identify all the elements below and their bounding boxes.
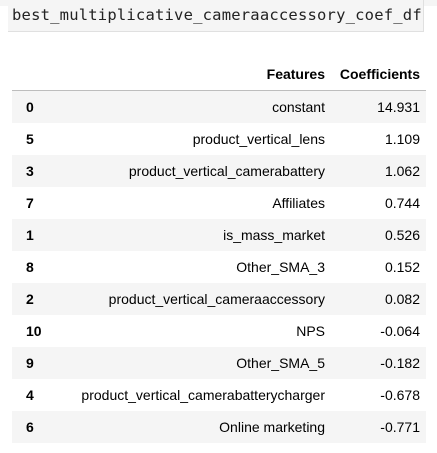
row-index: 10 (26, 323, 42, 339)
table-row: 8 Other_SMA_3 0.152 (12, 251, 426, 283)
coefficient-cell: -0.678 (380, 387, 420, 403)
row-index: 0 (26, 99, 34, 115)
feature-cell: Online marketing (219, 419, 325, 435)
table-row: 1 is_mass_market 0.526 (12, 219, 426, 251)
code-text: best_multiplicative_cameraaccessory_coef… (12, 6, 422, 24)
table-row: 10 NPS -0.064 (12, 315, 426, 347)
dataframe-output: Features Coefficients 0 constant 14.931 … (0, 58, 437, 443)
row-index: 1 (26, 227, 34, 243)
code-cell[interactable]: best_multiplicative_cameraaccessory_coef… (0, 0, 437, 36)
table-row: 9 Other_SMA_5 -0.182 (12, 347, 426, 379)
coefficient-cell: 14.931 (377, 99, 420, 115)
coefficient-cell: 0.744 (384, 195, 420, 211)
column-header-coefficients: Coefficients (331, 58, 426, 91)
coefficient-cell: 1.062 (384, 163, 420, 179)
coefficient-cell: -0.064 (380, 323, 420, 339)
feature-cell: Other_SMA_3 (236, 259, 325, 275)
row-index: 6 (26, 419, 34, 435)
coefficient-cell: 0.526 (384, 227, 420, 243)
feature-cell: NPS (296, 323, 325, 339)
row-index: 2 (26, 291, 34, 307)
feature-cell: Affiliates (272, 195, 325, 211)
feature-cell: product_vertical_lens (192, 131, 325, 147)
feature-cell: Other_SMA_5 (236, 355, 325, 371)
header-row: Features Coefficients (12, 58, 426, 91)
table-row: 3 product_vertical_camerabattery 1.062 (12, 155, 426, 187)
feature-cell: product_vertical_cameraaccessory (108, 291, 325, 307)
feature-cell: is_mass_market (223, 227, 325, 243)
index-header (12, 58, 58, 91)
table-row: 4 product_vertical_camerabatterycharger … (12, 379, 426, 411)
coefficient-cell: -0.771 (380, 419, 420, 435)
feature-cell: product_vertical_camerabatterycharger (81, 387, 325, 403)
table-row: 6 Online marketing -0.771 (12, 411, 426, 443)
row-index: 8 (26, 259, 34, 275)
code-input[interactable]: best_multiplicative_cameraaccessory_coef… (8, 0, 424, 32)
table-row: 2 product_vertical_cameraaccessory 0.082 (12, 283, 426, 315)
row-index: 5 (26, 131, 34, 147)
row-index: 9 (26, 355, 34, 371)
table-row: 5 product_vertical_lens 1.109 (12, 123, 426, 155)
row-index: 4 (26, 387, 34, 403)
coefficient-cell: -0.182 (380, 355, 420, 371)
coefficient-cell: 1.109 (384, 131, 420, 147)
coefficient-cell: 0.082 (384, 291, 420, 307)
feature-cell: constant (272, 99, 325, 115)
dataframe-table: Features Coefficients 0 constant 14.931 … (12, 58, 426, 443)
feature-cell: product_vertical_camerabattery (128, 163, 325, 179)
coefficient-cell: 0.152 (384, 259, 420, 275)
row-index: 7 (26, 195, 34, 211)
column-header-features: Features (58, 58, 331, 91)
table-row: 7 Affiliates 0.744 (12, 187, 426, 219)
row-index: 3 (26, 163, 34, 179)
table-row: 0 constant 14.931 (12, 90, 426, 123)
